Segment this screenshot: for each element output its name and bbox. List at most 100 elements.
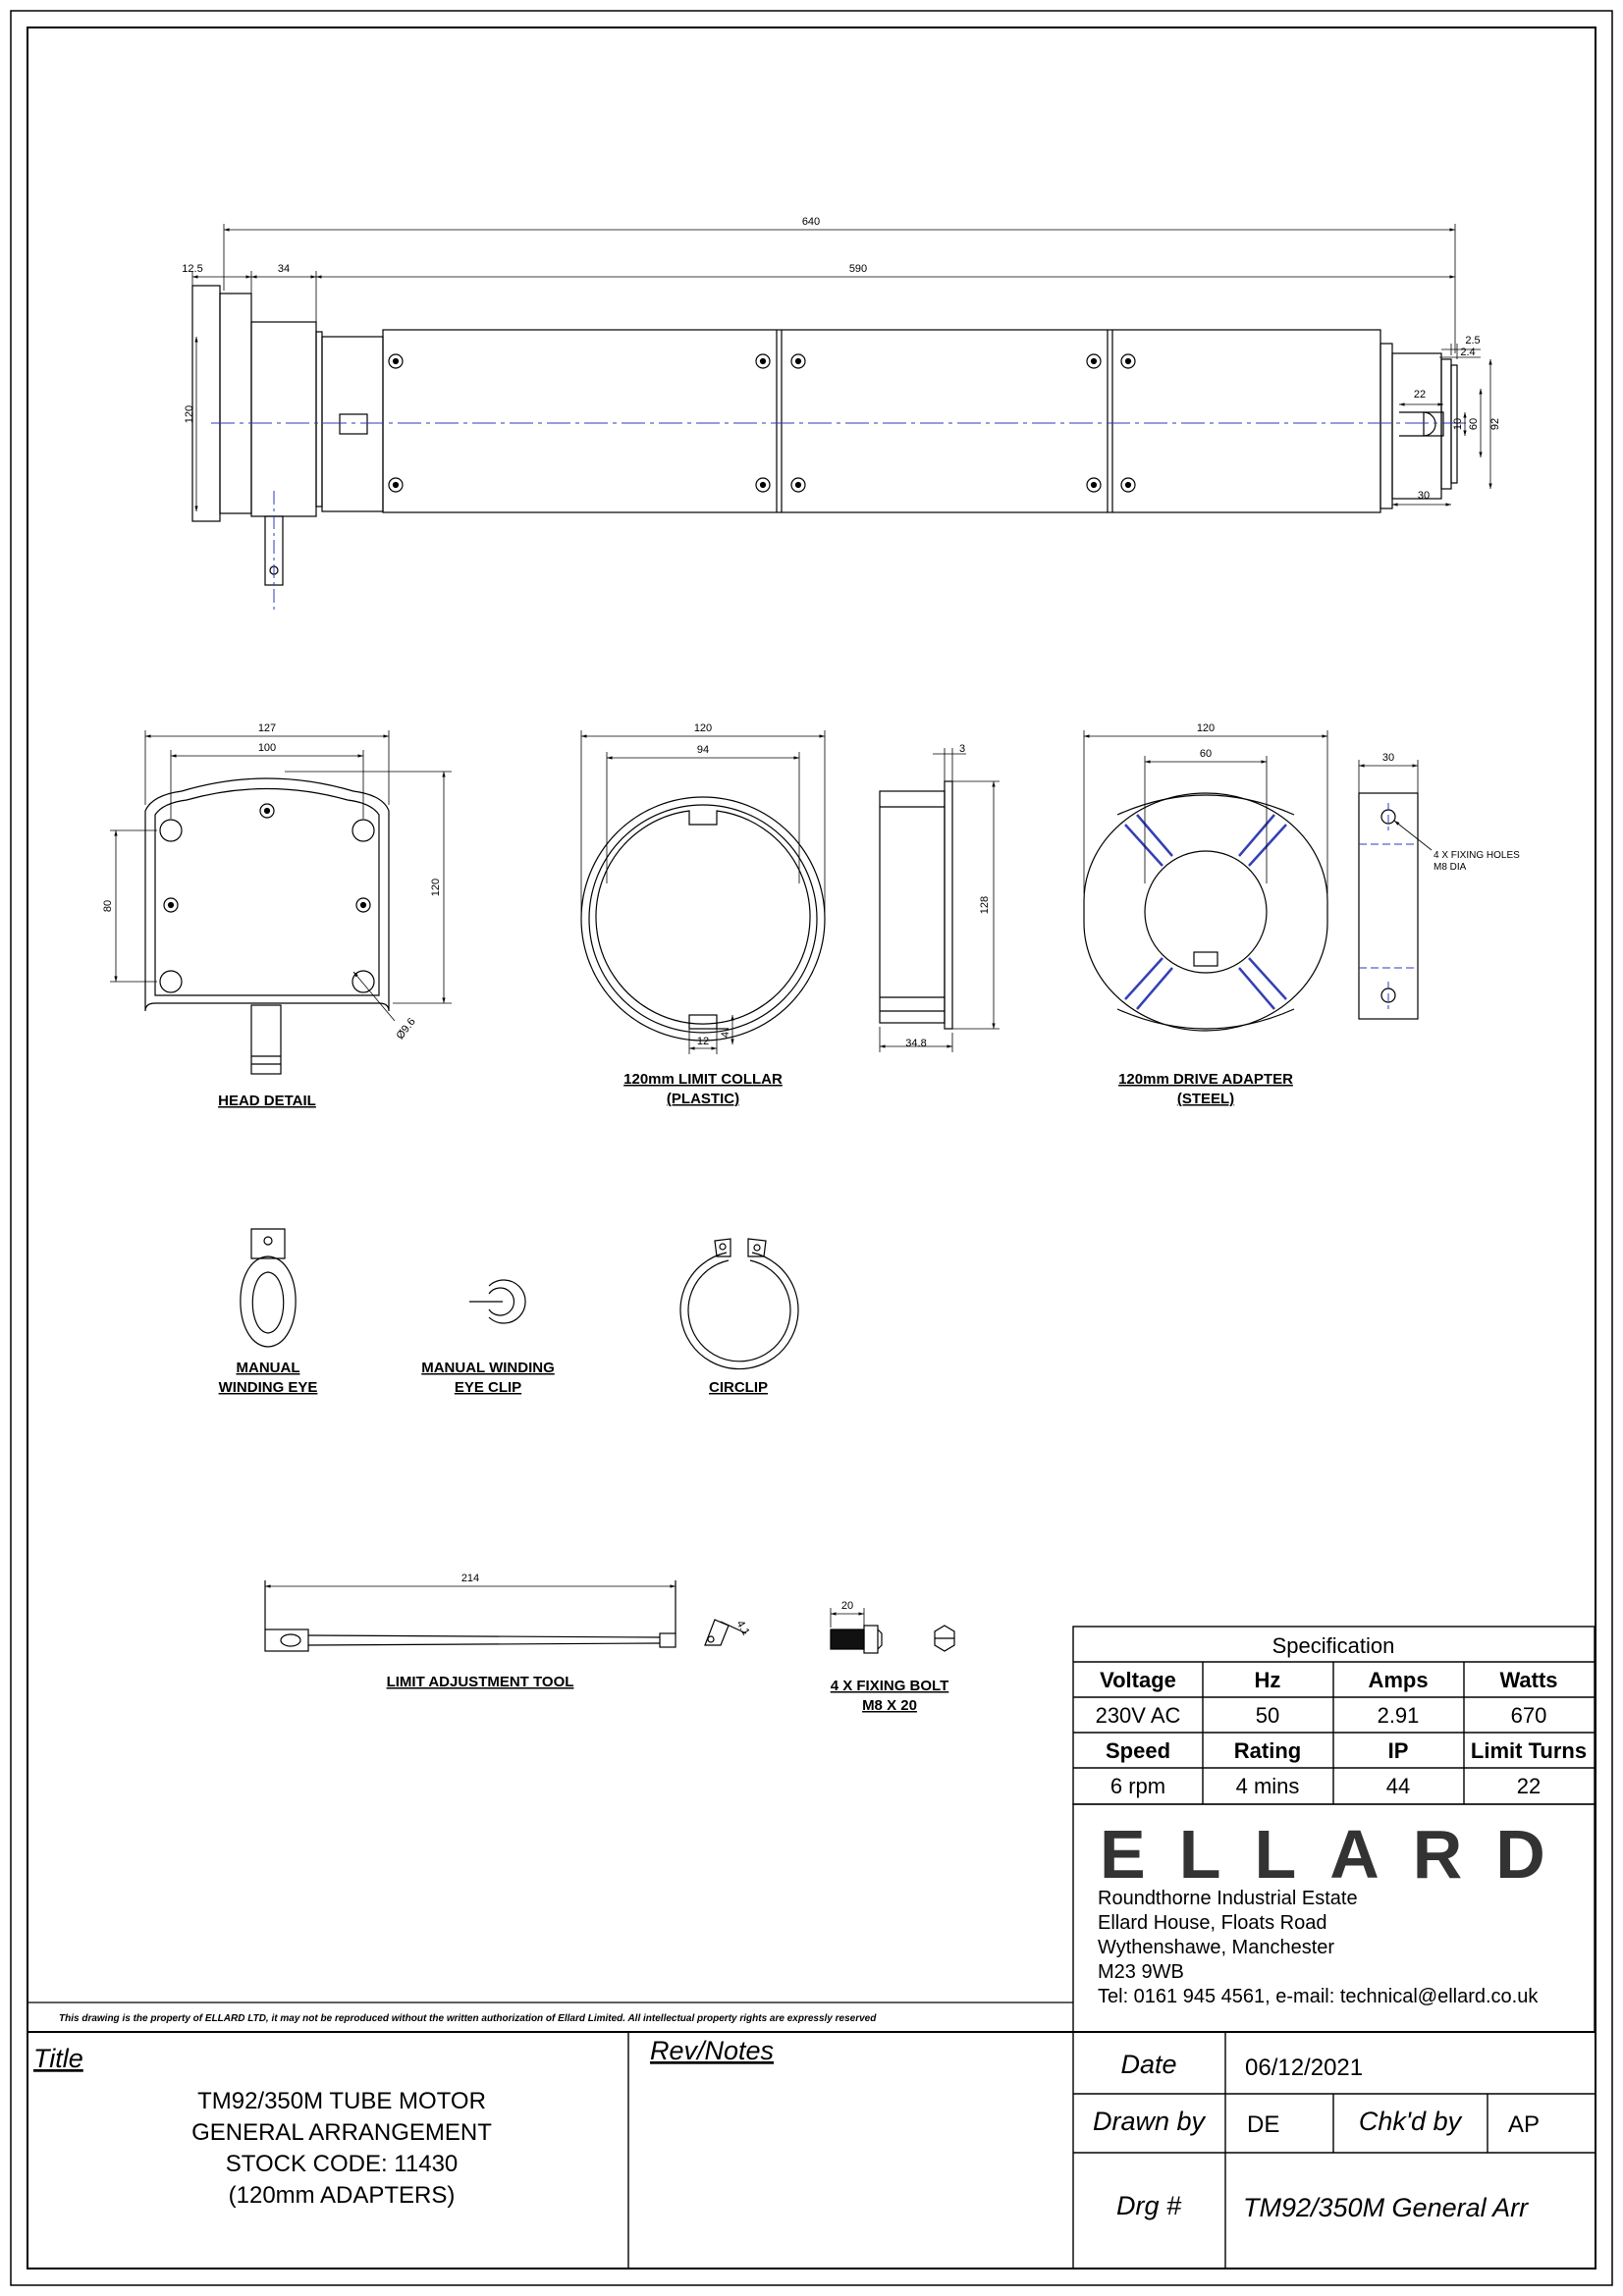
spec-header-hz: Hz [1255,1668,1281,1692]
address-line-4: M23 9WB [1098,1961,1184,1983]
dim-head-100: 100 [258,742,276,754]
title-block-grid [627,2032,1596,2269]
dim-collar-4: 4 [720,1032,731,1038]
dim-collar-side-128: 128 [979,896,991,914]
rev-notes-label: Rev/Notes [650,2036,774,2065]
dim-adapter-60: 60 [1200,748,1212,760]
limit-collar-side [879,780,953,1030]
tube-dimension-labels: 640 12.5 34 590 120 2.5 2.4 22 10 60 92 … [182,216,1501,502]
dim-head-127: 127 [258,722,276,734]
dim-end-2-4: 2.4 [1460,347,1475,358]
manual-winding-eye [240,1228,297,1348]
dim-d92: 92 [1489,418,1501,430]
dim-adapter-side-30: 30 [1382,752,1394,764]
dim-head-120: 120 [430,879,442,896]
dim-overall-length: 640 [802,216,820,228]
tube-fixing-holes [388,353,1136,493]
disclaimer-text: This drawing is the property of ELLARD L… [59,2013,877,2024]
drive-adapter-spokes [1124,814,1287,1010]
note-fixing-holes-2: M8 DIA [1434,862,1467,873]
spec-header-limit-turns: Limit Turns [1471,1738,1587,1763]
title-line-3: STOCK CODE: 11430 [226,2151,459,2177]
logo-text: ELLARD [1100,1816,1579,1893]
date-label: Date [1120,2050,1176,2079]
spec-title: Specification [1272,1633,1395,1658]
specification-table [1072,1626,1596,1805]
caption-winding-eye-1: MANUAL [237,1360,300,1376]
dim-collar-side-34-8: 34.8 [905,1038,926,1049]
spec-value-watts: 670 [1511,1703,1547,1728]
caption-limit-tool: LIMIT ADJUSTMENT TOOL [387,1674,574,1690]
caption-fixing-bolt-1: 4 X FIXING BOLT [831,1678,949,1694]
company-logo: ELLARD [1100,1816,1579,1893]
circlip [679,1238,799,1370]
spec-header-voltage: Voltage [1100,1668,1176,1692]
title-line-1: TM92/350M TUBE MOTOR [197,2088,486,2114]
drawing-number-label: Drg # [1116,2191,1182,2220]
drive-adapter-labels: 120 60 30 4 X FIXING HOLES M8 DIA 120mm … [1118,722,1520,1107]
drawing-number-value: TM92/350M General Arr [1243,2193,1529,2222]
drive-adapter-side-marks [1359,803,1418,1009]
dim-tool-4-1: 4.1 [734,1619,752,1637]
drive-adapter-dimensions [1083,730,1328,893]
spec-value-limit-turns: 22 [1517,1774,1541,1798]
caption-head-detail: HEAD DETAIL [218,1093,316,1109]
limit-collar-labels: 120 94 12 4 3 128 34.8 120mm LIMIT COLLA… [623,722,991,1107]
dim-d10: 10 [1452,418,1464,430]
dim-end-2-5: 2.5 [1465,335,1480,347]
outer-border [10,10,1613,2286]
dim-pin-22: 22 [1414,389,1426,400]
title-line-4: (120mm ADAPTERS) [229,2182,456,2209]
address-line-3: Wythenshawe, Manchester [1098,1937,1334,1958]
caption-limit-collar-2: (PLASTIC) [667,1091,739,1107]
checked-by-value: AP [1508,2111,1540,2138]
address-line-1: Roundthorne Industrial Estate [1098,1888,1358,1909]
caption-fixing-bolt-2: M8 X 20 [862,1697,917,1714]
dim-adapter-120: 120 [1197,722,1215,734]
dim-collar-side-3: 3 [959,743,965,755]
limit-adjustment-tool [264,1580,747,1652]
spec-header-watts: Watts [1499,1668,1557,1692]
dim-collar-12: 12 [697,1036,709,1047]
fixing-bolt [830,1608,955,1654]
caption-drive-adapter-2: (STEEL) [1177,1091,1234,1107]
head-detail-view [144,777,390,1075]
caption-circlip: CIRCLIP [709,1379,768,1396]
dim-collar-120: 120 [694,722,712,734]
caption-winding-eye-2: WINDING EYE [219,1379,318,1396]
company-address: Roundthorne Industrial Estate Ellard Hou… [1098,1888,1539,2007]
spec-header-amps: Amps [1368,1668,1428,1692]
dim-head: 34 [278,263,290,275]
limit-tool-labels: 214 4.1 LIMIT ADJUSTMENT TOOL [387,1573,752,1690]
limit-collar-view [580,796,826,1041]
manual-winding-eye-clip [469,1279,526,1324]
title-line-2: GENERAL ARRANGEMENT [191,2119,492,2146]
dim-diameter: 120 [184,405,195,423]
dim-collar-94: 94 [697,744,709,756]
dim-d60-end: 60 [1468,418,1480,430]
address-line-2: Ellard House, Floats Road [1098,1912,1326,1934]
date-value: 06/12/2021 [1245,2055,1363,2081]
drawn-by-value: DE [1247,2111,1279,2138]
title-block-text: Title TM92/350M TUBE MOTOR GENERAL ARRAN… [33,2036,1540,2222]
spec-value-amps: 2.91 [1378,1703,1420,1728]
spec-value-rating: 4 mins [1236,1774,1300,1798]
caption-limit-collar-1: 120mm LIMIT COLLAR [623,1071,783,1088]
inner-border [27,27,1596,2269]
accessory-captions: MANUAL WINDING EYE MANUAL WINDING EYE CL… [219,1360,768,1396]
tube-dimensions [191,224,1492,511]
limit-collar-dimensions [580,730,826,1054]
spec-header-rating: Rating [1234,1738,1301,1763]
spec-header-speed: Speed [1106,1738,1170,1763]
dim-bolt-20: 20 [841,1600,853,1612]
spec-value-voltage: 230V AC [1096,1703,1181,1728]
caption-drive-adapter-1: 120mm DRIVE ADAPTER [1118,1071,1293,1088]
note-fixing-holes-1: 4 X FIXING HOLES [1434,850,1520,861]
dim-flange: 12.5 [182,263,202,275]
drawn-by-label: Drawn by [1093,2107,1207,2136]
drive-adapter-side-dimensions [1358,760,1433,851]
dim-end-30: 30 [1418,490,1430,502]
spec-header-ip: IP [1388,1738,1409,1763]
title-label: Title [33,2044,83,2073]
